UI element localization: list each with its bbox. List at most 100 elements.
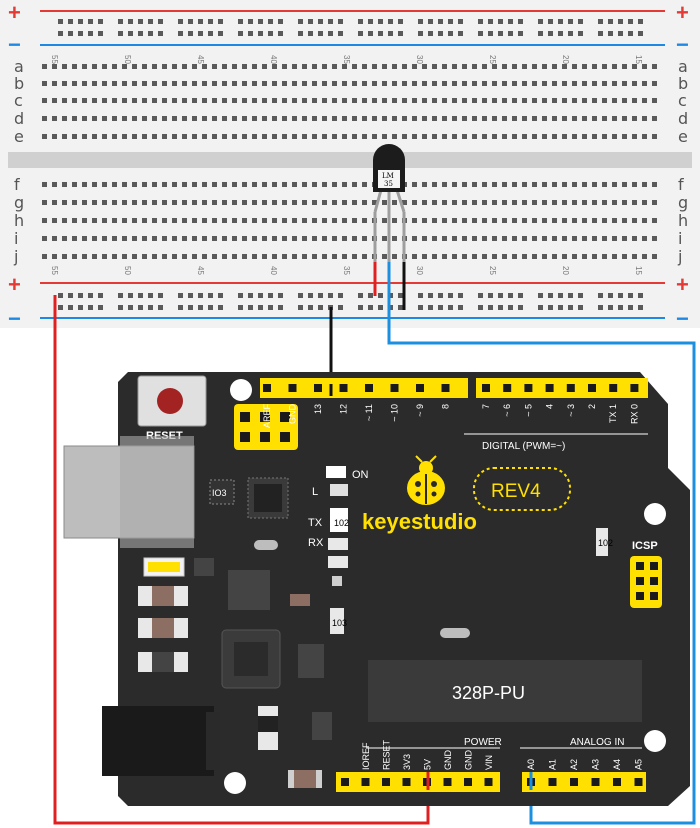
breadboard-hole [212, 64, 217, 69]
power-header-pin[interactable] [341, 778, 349, 786]
icsp2-pin[interactable] [260, 432, 270, 442]
reset-button-cap[interactable] [157, 388, 183, 414]
breadboard-hole [352, 81, 357, 86]
breadboard-hole [522, 98, 527, 103]
breadboard-hole [212, 98, 217, 103]
rail-hole [158, 19, 163, 24]
breadboard-hole [302, 64, 307, 69]
header-pin[interactable] [339, 384, 348, 392]
icsp2-pin[interactable] [240, 412, 250, 422]
analog-header-pin[interactable] [570, 778, 578, 786]
breadboard-hole [362, 98, 367, 103]
icsp-pin[interactable] [636, 592, 644, 600]
digital-pin-label: 2 [587, 404, 597, 409]
rail-hole [98, 293, 103, 298]
rail-hole [188, 19, 193, 24]
rail-hole [458, 305, 463, 310]
header-pin[interactable] [441, 384, 450, 392]
header-pin[interactable] [545, 384, 554, 392]
breadboard-hole [182, 218, 187, 223]
breadboard-hole [92, 218, 97, 223]
rail-hole [518, 31, 523, 36]
power-header-pin[interactable] [402, 778, 411, 786]
power-header-pin[interactable] [443, 778, 452, 786]
icsp2-pin[interactable] [260, 412, 270, 422]
analog-header-pin[interactable] [591, 778, 600, 786]
breadboard-hole [312, 81, 317, 86]
analog-pin-label: A1 [548, 759, 558, 770]
breadboard-hole [652, 236, 657, 241]
breadboard-hole [252, 254, 257, 259]
header-pin[interactable] [314, 384, 322, 392]
column-number: 25 [488, 266, 497, 275]
breadboard-hole [92, 98, 97, 103]
icsp-pin[interactable] [650, 592, 658, 600]
analog-header-pin[interactable] [548, 778, 557, 786]
icsp-pin[interactable] [636, 562, 644, 570]
breadboard-hole [382, 81, 387, 86]
regulator-c [312, 712, 332, 740]
breadboard-hole [372, 64, 377, 69]
header-pin[interactable] [482, 384, 490, 392]
icsp-pin[interactable] [650, 577, 658, 585]
header-pin[interactable] [365, 384, 373, 392]
header-pin[interactable] [288, 384, 297, 392]
breadboard-hole [652, 116, 657, 121]
power-header-pin[interactable] [464, 778, 472, 786]
power-header-pin[interactable] [361, 778, 370, 786]
header-pin[interactable] [630, 384, 639, 392]
power-header-pin[interactable] [484, 778, 493, 786]
rail-hole [458, 31, 463, 36]
digital-pin-label: TX 1 [608, 404, 618, 423]
header-pin[interactable] [263, 384, 271, 392]
breadboard-hole [302, 116, 307, 121]
fuse-right [440, 628, 470, 638]
column-number: 45 [196, 55, 205, 64]
header-pin[interactable] [588, 384, 596, 392]
rail-hole [438, 19, 443, 24]
breadboard-hole [452, 218, 457, 223]
analog-header-pin[interactable] [613, 778, 621, 786]
breadboard-hole [492, 134, 497, 139]
breadboard-hole [362, 81, 367, 86]
rail-hole [388, 31, 393, 36]
header-pin[interactable] [416, 384, 424, 392]
breadboard-hole [472, 98, 477, 103]
header-pin[interactable] [503, 384, 512, 392]
header-pin[interactable] [524, 384, 533, 392]
rail-hole [198, 293, 203, 298]
breadboard-hole [282, 64, 287, 69]
breadboard-hole [272, 134, 277, 139]
icsp-pin[interactable] [636, 577, 644, 585]
analog-header-pin[interactable] [634, 778, 643, 786]
header-pin[interactable] [609, 384, 618, 392]
icsp2-pin[interactable] [280, 412, 290, 422]
breadboard-hole [132, 218, 137, 223]
header-pin[interactable] [566, 384, 575, 392]
rail-hole [608, 293, 613, 298]
breadboard-hole [52, 236, 57, 241]
breadboard-hole [432, 98, 437, 103]
mounting-hole-top-left [230, 379, 252, 401]
breadboard-hole [142, 64, 147, 69]
power-header-pin[interactable] [382, 778, 390, 786]
breadboard-hole [432, 200, 437, 205]
rail-hole [558, 19, 563, 24]
breadboard-hole [112, 254, 117, 259]
header-pin[interactable] [390, 384, 399, 392]
breadboard-hole [512, 116, 517, 121]
breadboard-hole [112, 200, 117, 205]
digital-pin-label: ~ 10 [390, 404, 400, 422]
power-pin-label: 5V [423, 759, 433, 770]
breadboard-hole [422, 254, 427, 259]
breadboard-hole [102, 116, 107, 121]
breadboard-hole [562, 134, 567, 139]
icsp-pin[interactable] [650, 562, 658, 570]
breadboard-hole [642, 134, 647, 139]
icsp2-pin[interactable] [240, 432, 250, 442]
row-letter: b [678, 74, 688, 93]
icsp2-pin[interactable] [280, 432, 290, 442]
breadboard-hole [562, 116, 567, 121]
breadboard-hole [322, 182, 327, 187]
breadboard-hole [362, 200, 367, 205]
